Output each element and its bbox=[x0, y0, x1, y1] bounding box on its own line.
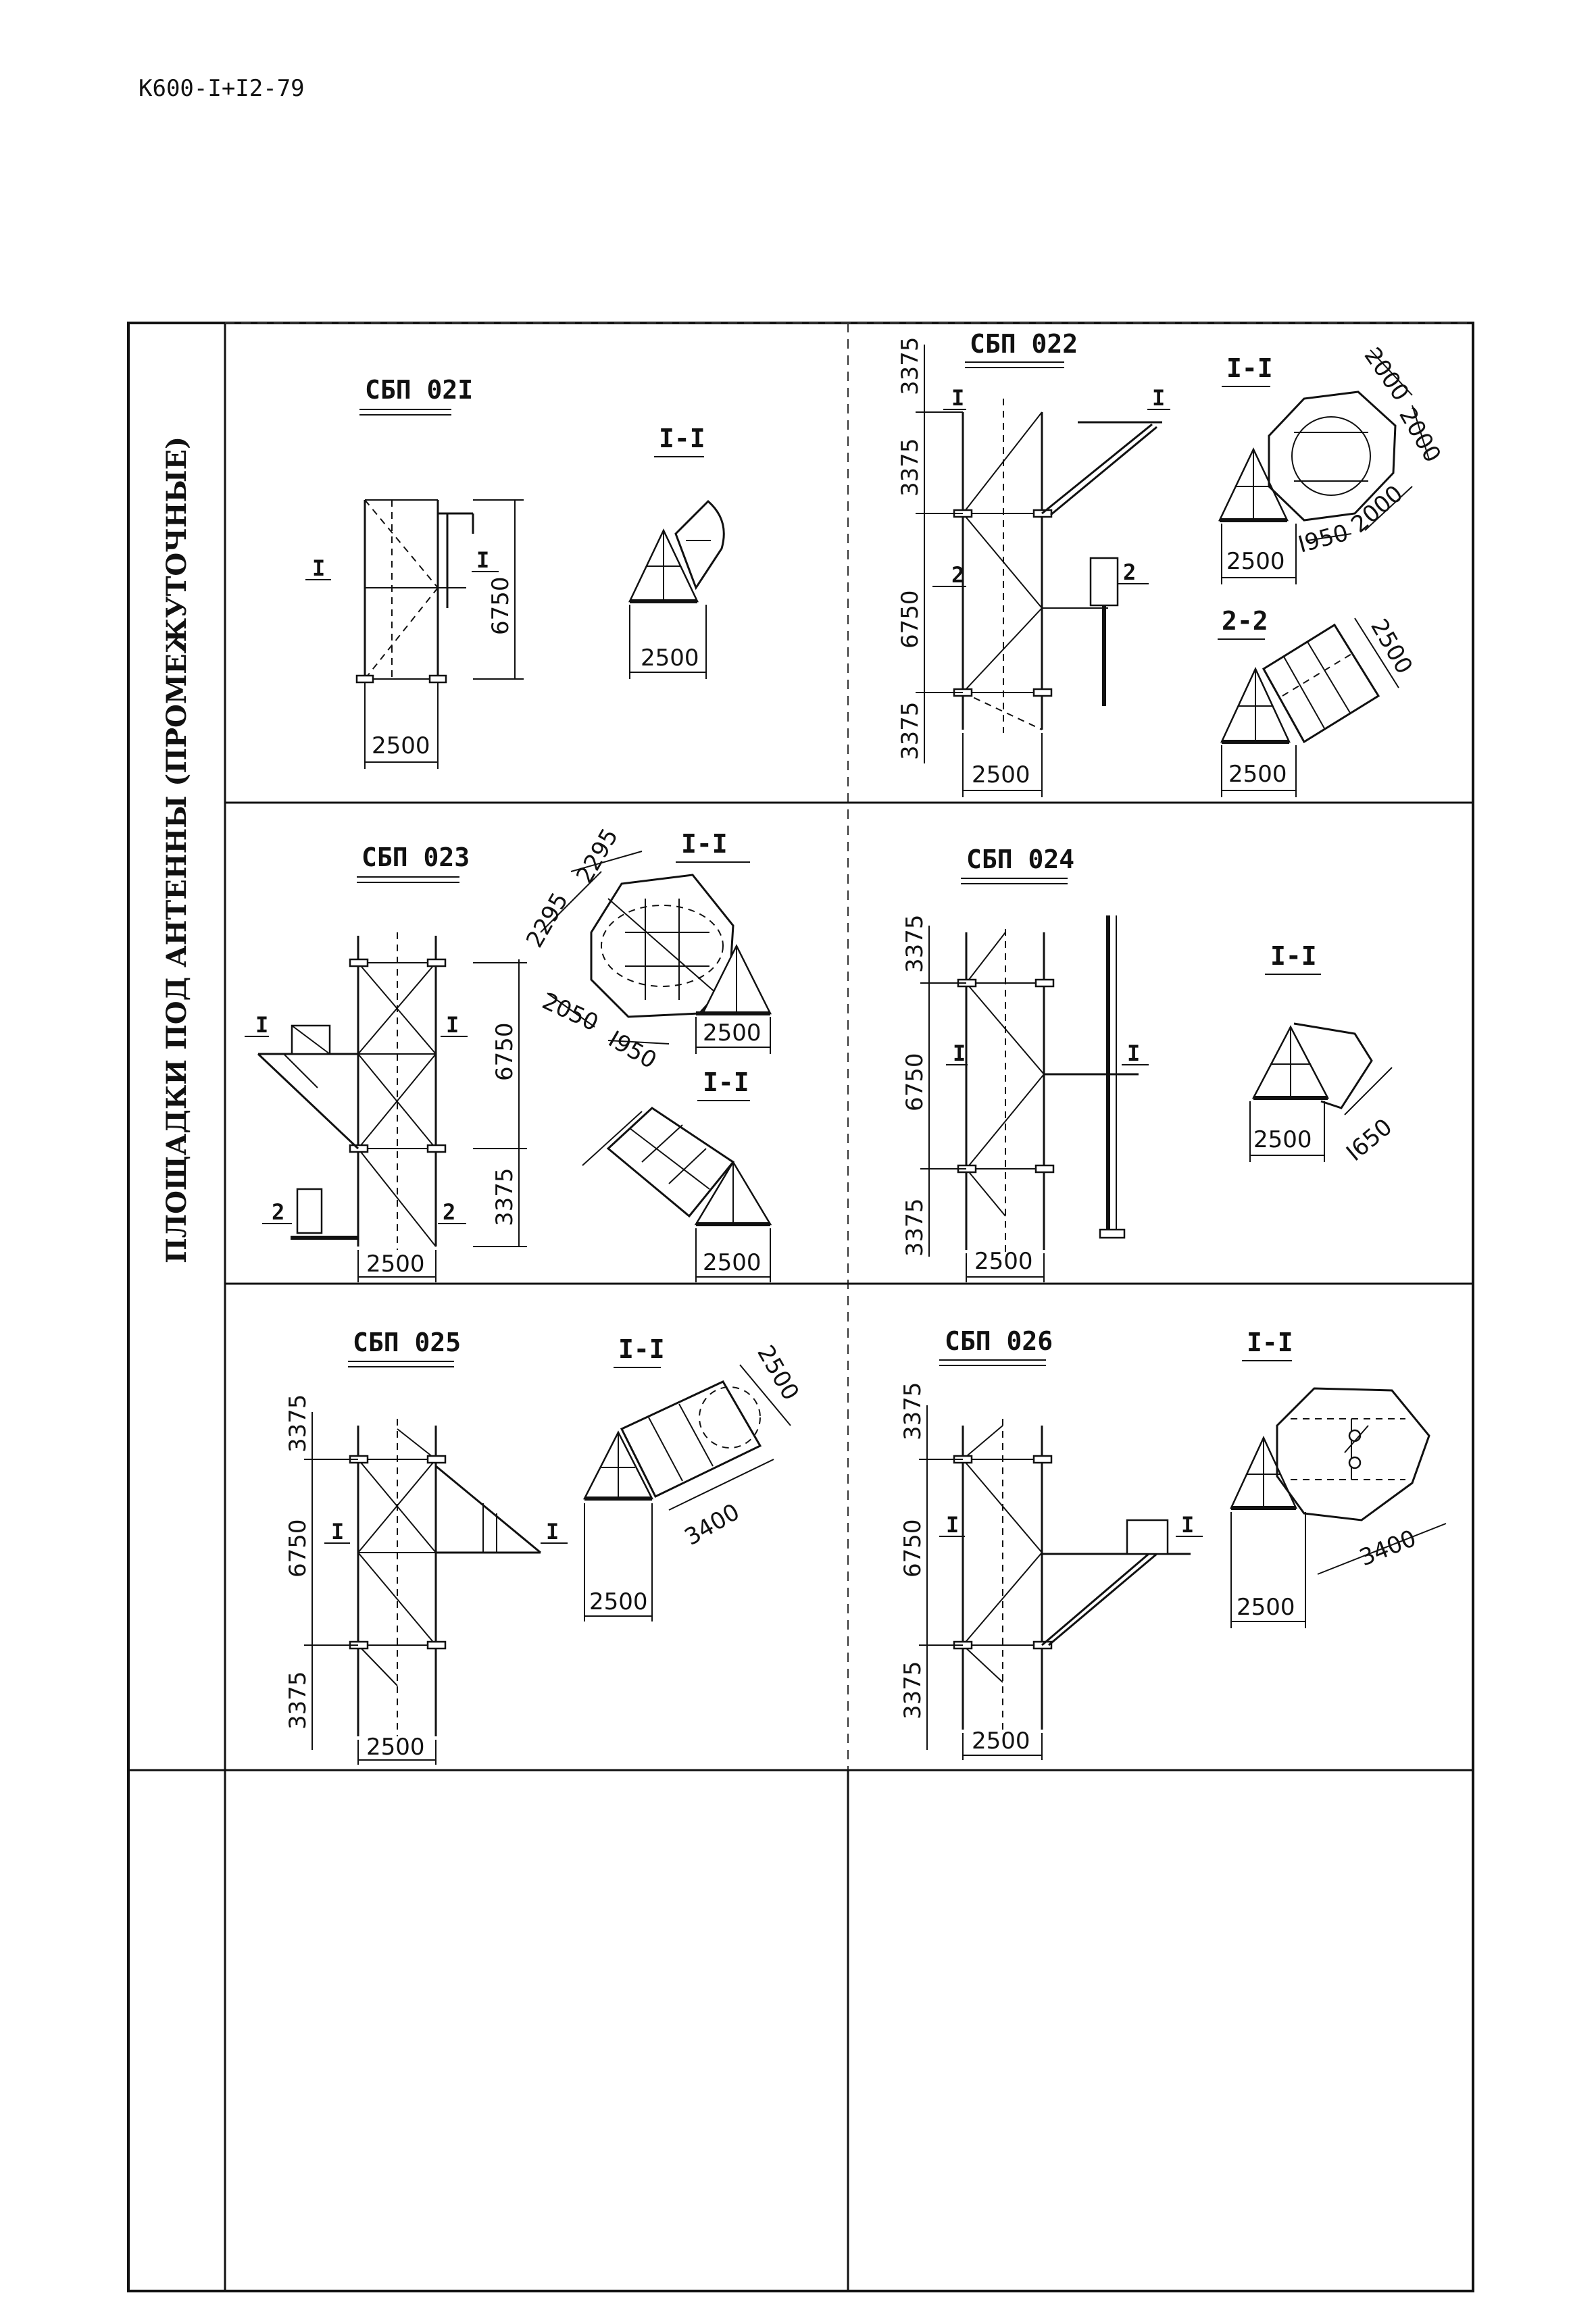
panel-title: СБП 022 bbox=[970, 329, 1078, 359]
s1-dim-1: 2000 bbox=[1359, 343, 1414, 406]
dim-top: 3375 bbox=[901, 914, 928, 973]
panel-sbp-023: СБП 023 bbox=[245, 824, 772, 1282]
dim-bot: 3375 bbox=[284, 1671, 311, 1730]
mark-right: I bbox=[1127, 1040, 1140, 1066]
panel-sbp-022: СБП 022 I I bbox=[897, 329, 1446, 797]
s1-dim-4: I950 bbox=[604, 1026, 662, 1074]
dim-mid: 6750 bbox=[901, 1053, 928, 1111]
section-2-view bbox=[582, 1107, 772, 1282]
dim-top: 3375 bbox=[284, 1394, 311, 1453]
dim-mid: 6750 bbox=[897, 590, 924, 649]
sheet-frame bbox=[127, 322, 1474, 2292]
s1-dim-1: 2295 bbox=[521, 888, 574, 953]
panel-title: СБП 026 bbox=[945, 1326, 1053, 1356]
mark-left: I bbox=[331, 1519, 344, 1544]
panel-sbp-024: СБП 024 I-I I I bbox=[901, 845, 1397, 1282]
s1-dim-2: 2295 bbox=[571, 824, 624, 888]
document-code: К600-I+I2-79 bbox=[139, 75, 305, 102]
s1-dim-4: I950 bbox=[1295, 520, 1351, 559]
side-title: ПЛОЩАДКИ ПОД АНТЕННЫ (ПРОМЕЖУТОЧНЫЕ) bbox=[161, 436, 193, 1263]
dim-width: 2500 bbox=[974, 1248, 1033, 1275]
s-width: 2500 bbox=[589, 1588, 648, 1615]
dim-bot: 3375 bbox=[901, 1198, 928, 1257]
mark-2-left: 2 bbox=[951, 562, 964, 588]
dim-width: 2500 bbox=[972, 761, 1030, 788]
s-dim-1: 2500 bbox=[751, 1341, 804, 1405]
section-2-view bbox=[1220, 618, 1399, 797]
s-dim: 3400 bbox=[1355, 1525, 1420, 1572]
s2-width: 2500 bbox=[703, 1249, 762, 1276]
panel-title: СБП 02I bbox=[365, 375, 473, 405]
dim-top: 3375 bbox=[899, 1382, 926, 1440]
section-view bbox=[1249, 1022, 1393, 1162]
s-dim-2: 3400 bbox=[680, 1499, 745, 1551]
dim-h2: 3375 bbox=[491, 1167, 518, 1226]
mark-1-right: I bbox=[1152, 385, 1165, 411]
mark-1-left: I bbox=[255, 1012, 268, 1038]
dim-width: 2500 bbox=[972, 1728, 1030, 1755]
section-1-view bbox=[540, 851, 772, 1054]
mark-left: I bbox=[312, 555, 325, 581]
section-2-label: 2-2 bbox=[1222, 606, 1268, 636]
dim-mid: 6750 bbox=[284, 1519, 311, 1578]
mark-right: I bbox=[476, 547, 489, 573]
section-2-label: I-I bbox=[703, 1067, 749, 1097]
section-view bbox=[582, 1364, 791, 1621]
mark-left: I bbox=[946, 1512, 959, 1538]
s1-width: 2500 bbox=[1226, 548, 1285, 575]
s-dim: I650 bbox=[1341, 1113, 1397, 1167]
elevation-view bbox=[957, 915, 1139, 1253]
mark-1-left: I bbox=[951, 385, 964, 411]
panel-title: СБП 024 bbox=[966, 845, 1074, 874]
elevation-view bbox=[355, 499, 474, 684]
dim-width: 2500 bbox=[366, 1734, 425, 1761]
panel-title: СБП 025 bbox=[353, 1328, 461, 1357]
mark-1-right: I bbox=[446, 1012, 459, 1038]
panel-title: СБП 023 bbox=[361, 842, 470, 872]
s1-dim-2: 2000 bbox=[1393, 403, 1446, 468]
section-label: I-I bbox=[659, 424, 705, 453]
panel-sbp-026: СБП 026 I-I I I bbox=[899, 1326, 1447, 1760]
mark-2-right: 2 bbox=[1123, 559, 1136, 585]
section-1-label: I-I bbox=[681, 829, 728, 859]
section-view bbox=[628, 499, 725, 679]
section-label: I-I bbox=[1247, 1328, 1293, 1357]
s-width: 2500 bbox=[1237, 1594, 1295, 1621]
dim-width: 2500 bbox=[372, 732, 430, 759]
sec-width: 2500 bbox=[641, 645, 699, 672]
panel-sbp-021: СБП 02I I-I I I 6750 bbox=[305, 375, 725, 769]
dim-width: 2500 bbox=[366, 1251, 425, 1278]
section-view bbox=[1230, 1387, 1447, 1628]
s1-dim-3: 2050 bbox=[538, 988, 602, 1037]
dim-height: 6750 bbox=[487, 576, 514, 635]
elevation-view bbox=[953, 399, 1162, 733]
dim-top: 3375 bbox=[897, 336, 924, 395]
section-1-view bbox=[1218, 349, 1430, 584]
mark-right: I bbox=[546, 1519, 559, 1544]
dim-bot: 3375 bbox=[899, 1661, 926, 1719]
mark-2-left: 2 bbox=[272, 1199, 284, 1225]
dim-bot: 3375 bbox=[897, 701, 924, 760]
dim-upper: 3375 bbox=[897, 438, 924, 497]
dim-h1: 6750 bbox=[491, 1022, 518, 1081]
elevation-view bbox=[257, 932, 447, 1250]
mark-left: I bbox=[953, 1040, 966, 1066]
mark-2-right: 2 bbox=[443, 1199, 455, 1225]
section-label: I-I bbox=[618, 1334, 665, 1364]
s1-width: 2500 bbox=[703, 1020, 762, 1047]
s2-width: 2500 bbox=[1228, 761, 1287, 788]
section-label: I-I bbox=[1270, 941, 1317, 971]
elevation-view bbox=[349, 1419, 541, 1736]
s-width: 2500 bbox=[1253, 1126, 1312, 1153]
mark-right: I bbox=[1181, 1512, 1194, 1538]
panel-sbp-025: СБП 025 I-I I I bbox=[284, 1328, 804, 1765]
section-1-label: I-I bbox=[1226, 353, 1273, 383]
dim-mid: 6750 bbox=[899, 1519, 926, 1578]
elevation-view bbox=[953, 1419, 1191, 1733]
